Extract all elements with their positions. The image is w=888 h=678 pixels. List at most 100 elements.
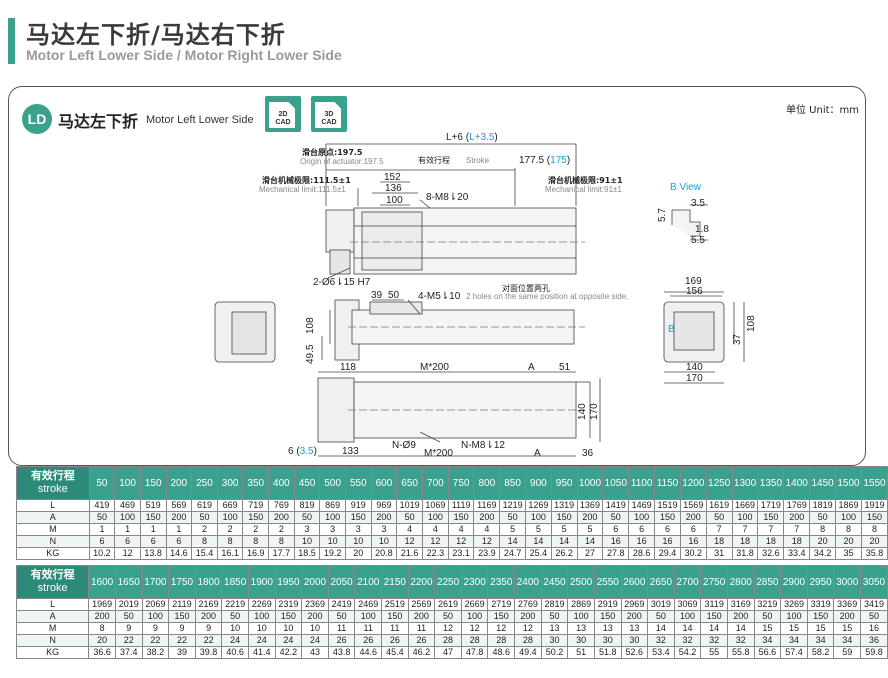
table-cell: 14 — [576, 535, 604, 548]
stroke-cell: 2850 — [753, 565, 782, 599]
holes-top-label: 8-M8⇂20 — [426, 192, 469, 203]
table-cell: 49.4 — [514, 646, 542, 659]
table-cell: 36 — [860, 634, 888, 647]
table-cell: 200 — [833, 610, 861, 623]
stroke-header-en: stroke — [37, 582, 68, 594]
stroke-cell: 2900 — [780, 565, 808, 599]
stroke-cell: 2750 — [700, 565, 728, 599]
table-cell: 14 — [524, 535, 552, 548]
dim-total-length: L+6 (L+3.5) — [446, 132, 498, 143]
table-cell: 26 — [327, 634, 356, 647]
pin-holes-label: 2-Ø6⇂15 H7 — [313, 277, 371, 288]
table-cell: 50 — [396, 511, 424, 524]
table-cell: 28 — [434, 634, 462, 647]
stroke-cell: 3050 — [860, 565, 888, 599]
table-cell: 41.4 — [247, 646, 276, 659]
row-label: N — [16, 535, 90, 548]
table-cell: 100 — [628, 511, 656, 524]
table-cell: 969 — [370, 499, 398, 512]
table-cell: 200 — [194, 610, 223, 623]
table-cell: 12 — [514, 622, 542, 635]
table-cell: 28.6 — [628, 547, 656, 560]
row-label: L — [15, 598, 90, 611]
table-cell: 15 — [806, 622, 835, 635]
table-cell: 200 — [268, 511, 295, 524]
table-cell: 51.8 — [593, 646, 622, 659]
table-cell: 1 — [139, 523, 167, 536]
table-cell: 11 — [354, 622, 383, 635]
table-cell: 27.8 — [602, 547, 630, 560]
table-cell: 32 — [700, 634, 728, 647]
table-cell: 6 — [654, 523, 681, 536]
bottom-118: 118 — [340, 362, 356, 373]
table-cell: 34 — [806, 634, 835, 647]
table-cell: 469 — [114, 499, 141, 512]
table-cell: 3169 — [726, 598, 755, 611]
table-cell: 48.6 — [487, 646, 516, 659]
table-cell: 13.8 — [139, 547, 167, 560]
dim-100: 100 — [386, 195, 403, 206]
table-cell: 3069 — [673, 598, 702, 611]
document-icon — [315, 102, 341, 128]
table-cell: 519 — [139, 499, 167, 512]
table-cell: 100 — [673, 610, 702, 623]
table-cell: 150 — [381, 610, 409, 623]
table-cell: 45.4 — [381, 646, 409, 659]
cad-3d-button[interactable]: 3D CAD — [311, 96, 347, 132]
row-label: KG — [15, 646, 90, 659]
stroke-cell: 1400 — [783, 466, 811, 500]
table-cell: 150 — [654, 511, 681, 524]
table-cell: 24 — [247, 634, 276, 647]
bottom-170: 170 — [589, 403, 600, 420]
table-cell: 10 — [221, 622, 249, 635]
table-cell: 3119 — [700, 598, 728, 611]
table-cell: 15 — [780, 622, 808, 635]
stroke-cell: 2400 — [514, 565, 542, 599]
stroke-cell: 750 — [447, 466, 475, 500]
table-cell: 50 — [114, 610, 143, 623]
table-cell: 3419 — [860, 598, 888, 611]
table-cell: 8 — [835, 523, 862, 536]
table-cell: 46.2 — [407, 646, 436, 659]
row-label: A — [16, 511, 90, 524]
table-cell: 5 — [576, 523, 604, 536]
bview-1-8: 1.8 — [695, 224, 709, 235]
right-end-view — [663, 291, 745, 384]
bottom-133: 133 — [342, 446, 359, 457]
stroke-cell: 500 — [319, 466, 346, 500]
table-cell: 1269 — [524, 499, 552, 512]
bottom-view — [317, 371, 601, 457]
table-cell: 100 — [216, 511, 244, 524]
dim-49-5: 49.5 — [305, 344, 316, 364]
table-cell: 34 — [780, 634, 808, 647]
table-cell: 44.6 — [354, 646, 383, 659]
stroke-cell: 2500 — [567, 565, 595, 599]
table-cell: 50 — [221, 610, 249, 623]
table-cell: 50 — [860, 610, 888, 623]
table-cell: 6 — [88, 535, 116, 548]
table-cell: 150 — [700, 610, 728, 623]
row-label: KG — [16, 547, 90, 560]
table-cell: 30 — [620, 634, 649, 647]
table-cell: 2119 — [168, 598, 196, 611]
table-cell: 24 — [274, 634, 303, 647]
cad-2d-button[interactable]: 2D CAD — [265, 96, 301, 132]
table-cell: 2 — [268, 523, 295, 536]
row-label: M — [15, 622, 90, 635]
table-cell: 100 — [731, 511, 759, 524]
table-cell: 9 — [141, 622, 170, 635]
table-cell: 6 — [114, 535, 141, 548]
table-cell: 3269 — [780, 598, 808, 611]
table-cell: 150 — [550, 511, 578, 524]
table-cell: 2319 — [274, 598, 303, 611]
table-cell: 10 — [274, 622, 303, 635]
table-cell: 2469 — [354, 598, 383, 611]
row-label: A — [15, 610, 90, 623]
left-end-view — [214, 301, 276, 363]
right-169: 169 — [685, 276, 702, 287]
table-cell: 50 — [327, 610, 356, 623]
table-cell: 13 — [567, 622, 595, 635]
stroke-cell: 850 — [499, 466, 526, 500]
table-cell: 8 — [242, 535, 270, 548]
